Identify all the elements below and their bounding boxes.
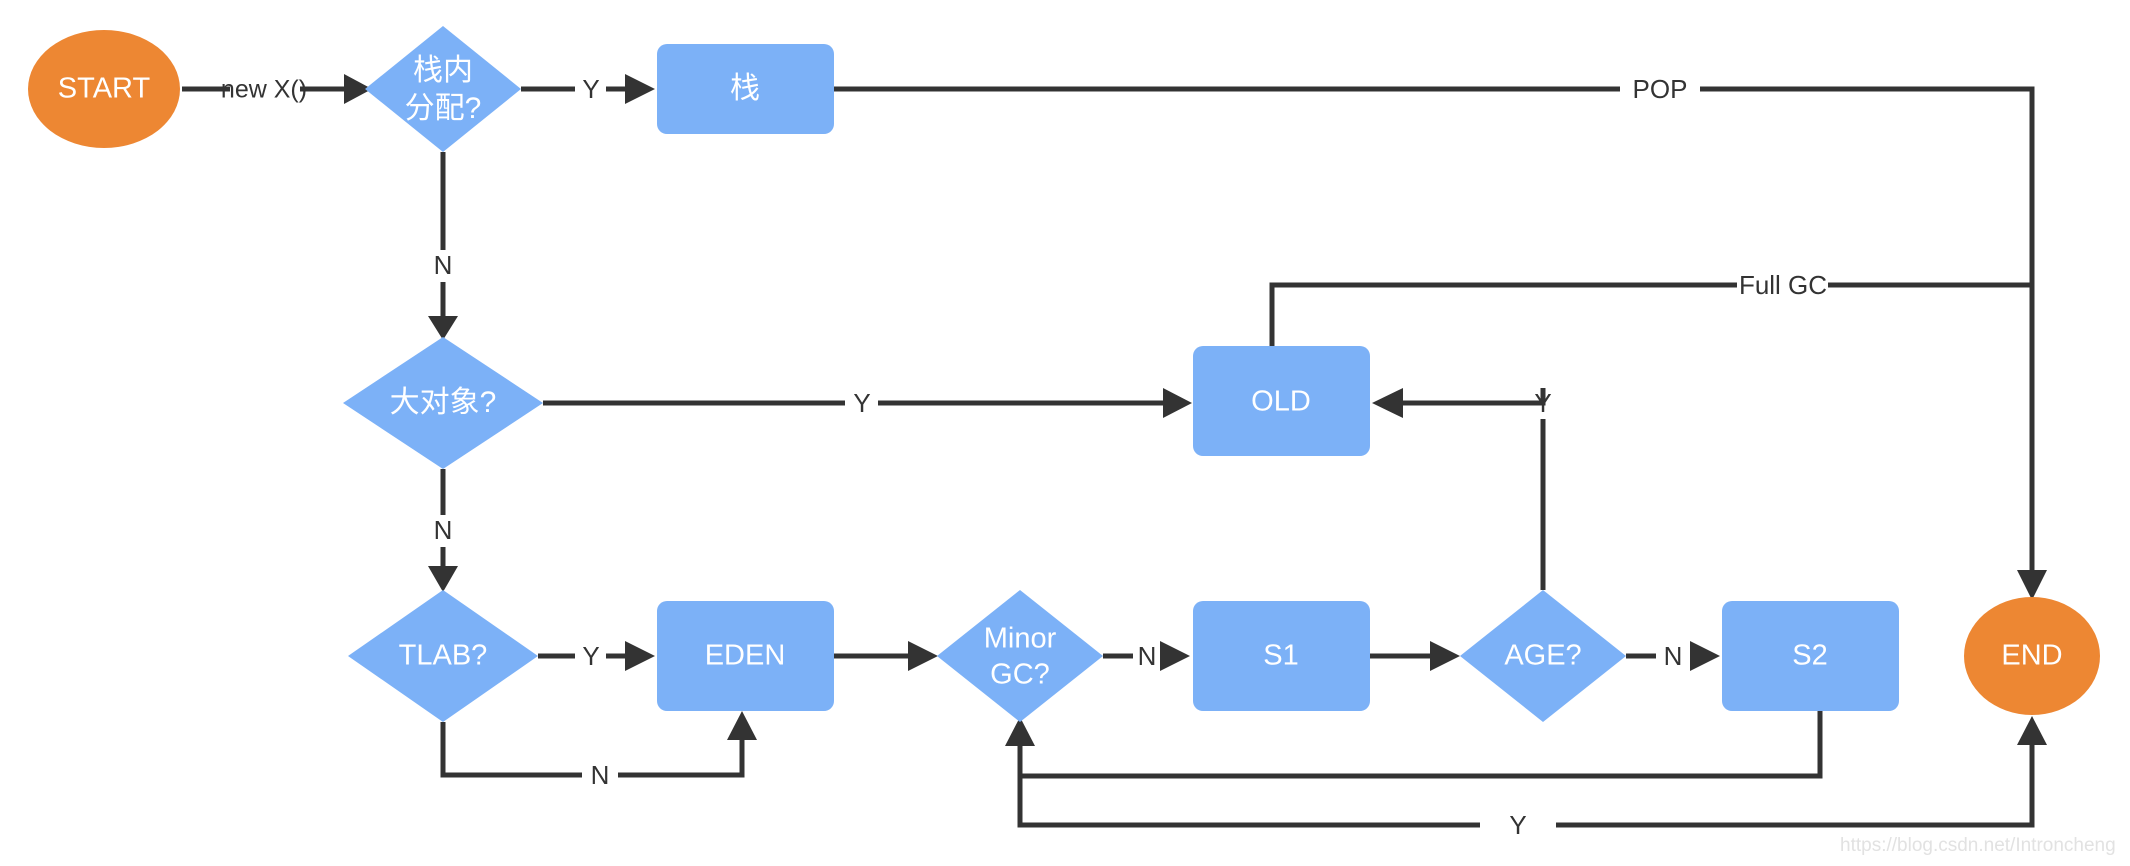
eden-rect[interactable] bbox=[657, 601, 834, 711]
edge-tlab-n-to-eden-arrow bbox=[727, 711, 757, 740]
old-rect[interactable] bbox=[1193, 346, 1370, 456]
edge-stackq-to-stack-arrow bbox=[625, 74, 655, 104]
edge-stack-to-end-arrow bbox=[2017, 570, 2047, 600]
stack-rect[interactable] bbox=[657, 44, 834, 134]
edge-tlab-n-to-eden-seg2 bbox=[618, 740, 745, 778]
node-layer: START 栈内 分配? 栈 大对象? OLD TLAB? bbox=[28, 26, 2100, 722]
edge-s1-to-age-arrow bbox=[1430, 641, 1460, 671]
node-stack[interactable]: 栈 bbox=[657, 44, 834, 134]
edge-label-new-x: new X() bbox=[221, 76, 307, 104]
edge-label-pop: POP bbox=[1633, 74, 1688, 104]
edge-label-minor-y: Y bbox=[1509, 810, 1526, 840]
edge-minor-y-to-end-seg2 bbox=[1556, 745, 2035, 828]
edge-age-to-s2-arrow bbox=[1690, 641, 1720, 671]
node-end[interactable]: END bbox=[1964, 597, 2100, 715]
edge-label-minor-n: N bbox=[1138, 641, 1157, 671]
edge-label-stack-y: Y bbox=[582, 74, 599, 104]
edge-old-to-end-seg1 bbox=[1269, 282, 1737, 346]
edge-age-to-old-arrow bbox=[1372, 388, 1403, 418]
node-bigobject-decision[interactable]: 大对象? bbox=[343, 337, 543, 469]
edge-tlab-n-to-eden-seg1 bbox=[440, 722, 582, 778]
edge-label-stack-n: N bbox=[434, 250, 453, 280]
edge-age-to-old-seg2 bbox=[1403, 388, 1546, 406]
edge-s2-to-minor-arrow bbox=[1005, 717, 1035, 746]
s1-rect[interactable] bbox=[1193, 601, 1370, 711]
end-ellipse[interactable] bbox=[1964, 597, 2100, 715]
edge-minor-y-to-end-arrow bbox=[2017, 716, 2047, 745]
edge-layer bbox=[182, 74, 2047, 828]
age-diamond[interactable] bbox=[1460, 590, 1626, 722]
edge-stack-to-end-seg2 bbox=[1700, 86, 2035, 570]
bigobject-diamond[interactable] bbox=[343, 337, 543, 469]
edge-label-bigobj-y: Y bbox=[853, 388, 870, 418]
edge-eden-to-minor-arrow bbox=[908, 641, 938, 671]
tlab-diamond[interactable] bbox=[348, 590, 538, 722]
edge-label-full-gc: Full GC bbox=[1739, 270, 1827, 300]
edge-label-bigobj-n: N bbox=[434, 515, 453, 545]
edge-label-tlab-n: N bbox=[591, 760, 610, 790]
watermark-text: https://blog.csdn.net/Introncheng bbox=[1840, 835, 2116, 856]
edge-stackq-to-bigobj-arrow bbox=[428, 316, 458, 340]
edge-s2-to-minor-seg1 bbox=[1017, 711, 1823, 779]
start-ellipse[interactable] bbox=[28, 30, 180, 148]
edge-bigobj-to-old-arrow bbox=[1163, 388, 1192, 418]
edge-minor-y-to-end-seg1 bbox=[1017, 776, 1480, 828]
node-eden[interactable]: EDEN bbox=[657, 601, 834, 711]
node-age-decision[interactable]: AGE? bbox=[1460, 590, 1626, 722]
s2-rect[interactable] bbox=[1722, 601, 1899, 711]
node-stack-alloc-decision[interactable]: 栈内 分配? bbox=[365, 26, 521, 152]
stack-alloc-diamond[interactable] bbox=[365, 26, 521, 152]
node-s2[interactable]: S2 bbox=[1722, 601, 1899, 711]
edge-label-layer: new X() Y N POP Full GC Y N Y Y N N N Y bbox=[221, 74, 1827, 840]
edge-tlab-to-eden-arrow bbox=[625, 641, 655, 671]
edge-label-age-n: N bbox=[1664, 641, 1683, 671]
node-s1[interactable]: S1 bbox=[1193, 601, 1370, 711]
node-tlab-decision[interactable]: TLAB? bbox=[348, 590, 538, 722]
node-start[interactable]: START bbox=[28, 30, 180, 148]
edge-label-tlab-y: Y bbox=[582, 641, 599, 671]
minorgc-diamond[interactable] bbox=[937, 590, 1103, 722]
node-old[interactable]: OLD bbox=[1193, 346, 1370, 456]
node-minorgc-decision[interactable]: Minor GC? bbox=[937, 590, 1103, 722]
edge-label-age-y: Y bbox=[1534, 388, 1551, 418]
edge-start-to-stackq-arrow bbox=[344, 74, 372, 104]
edge-bigobj-to-tlab-arrow bbox=[428, 566, 458, 592]
edge-minor-to-s1-arrow bbox=[1160, 641, 1190, 671]
